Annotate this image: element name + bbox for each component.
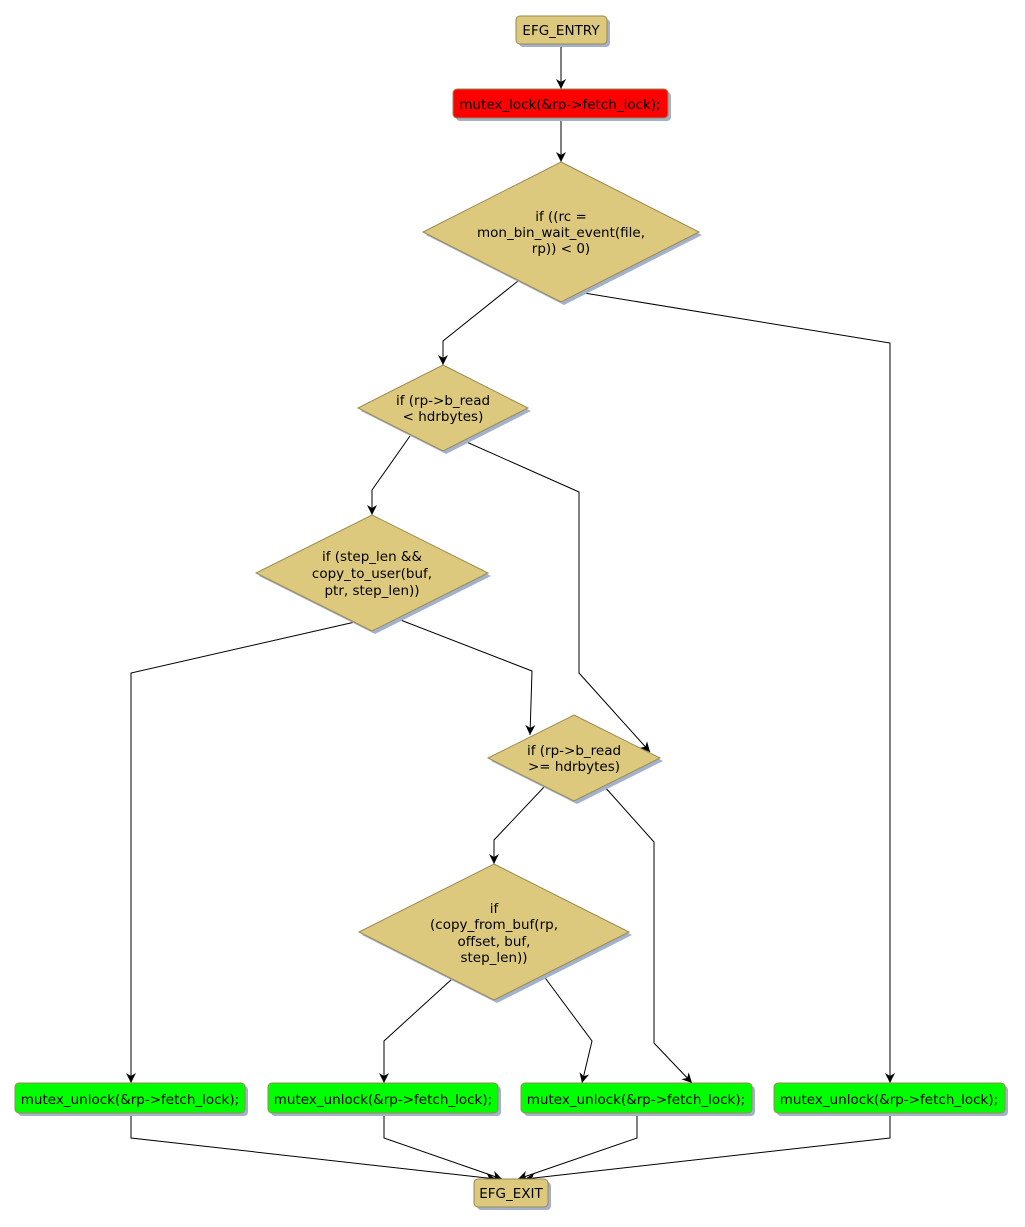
edge-d1-unlock4 [577,291,895,1083]
node-label: mon_bin_wait_event(file, [477,225,645,241]
node-label: mutex_unlock(&rp->fetch_lock); [21,1092,239,1108]
node-label: mutex_unlock(&rp->fetch_lock); [527,1092,745,1108]
node-label: mutex_lock(&rp->fetch_lock); [459,97,660,113]
edge-d4-d5 [489,785,546,864]
node-mutex-unlock-3[interactable]: mutex_unlock(&rp->fetch_lock); [520,1082,755,1116]
node-decision-b-read-ge[interactable]: if (rp->b_read >= hdrbytes) [486,714,663,804]
node-label: EFG_ENTRY [522,23,600,39]
edge-d3-unlock1 [126,621,356,1083]
node-label: mutex_unlock(&rp->fetch_lock); [780,1092,998,1108]
node-exit[interactable]: EFG_EXIT [473,1178,551,1210]
node-label: < hdrbytes) [403,409,484,425]
node-label: if (step_len && [322,549,422,565]
node-mutex-unlock-1[interactable]: mutex_unlock(&rp->fetch_lock); [14,1082,248,1116]
node-label: (copy_from_buf(rp, [430,917,558,933]
node-label: if (rp->b_read [396,393,490,409]
edge-d3-d4 [397,618,536,736]
edge-unlock1-exit [130,1113,497,1183]
node-label: if ((rc = [535,209,587,225]
node-entry[interactable]: EFG_ENTRY [515,15,610,47]
node-decision-b-read-lt[interactable]: if (rp->b_read < hdrbytes) [356,364,531,454]
node-label: EFG_EXIT [479,1186,543,1202]
node-decision-wait-event[interactable]: if ((rc = mon_bin_wait_event(file, rp)) … [421,161,702,305]
edge-unlock4-exit [524,1113,891,1183]
edge-unlock2-exit [383,1113,503,1181]
node-label: ptr, step_len)) [324,583,419,599]
node-label: if [490,901,500,917]
edge-d5-unlock3 [542,974,593,1084]
edge-d4-unlock3 [603,785,693,1084]
node-decision-copy-from-buf[interactable]: if (copy_from_buf(rp, offset, buf, step_… [357,863,632,1003]
node-label: offset, buf, [458,934,531,950]
edge-d1-d2 [438,280,519,365]
node-label: copy_to_user(buf, [312,566,432,582]
node-mutex-unlock-2[interactable]: mutex_unlock(&rp->fetch_lock); [267,1082,501,1116]
edges [126,44,895,1183]
edge-d2-d3 [367,435,411,515]
node-label: >= hdrbytes) [528,759,620,775]
edge-unlock3-exit [517,1113,638,1181]
node-label: mutex_unlock(&rp->fetch_lock); [274,1092,492,1108]
node-mutex-unlock-4[interactable]: mutex_unlock(&rp->fetch_lock); [773,1082,1008,1116]
node-decision-copy-to-user[interactable]: if (step_len && copy_to_user(buf, ptr, s… [254,514,491,634]
node-mutex-lock[interactable]: mutex_lock(&rp->fetch_lock); [452,88,671,121]
edge-d5-unlock2 [379,978,453,1083]
node-label: rp)) < 0) [532,241,590,257]
node-label: step_len)) [460,950,527,966]
edge-d2-d4 [461,439,651,753]
node-label: if (rp->b_read [527,743,621,759]
